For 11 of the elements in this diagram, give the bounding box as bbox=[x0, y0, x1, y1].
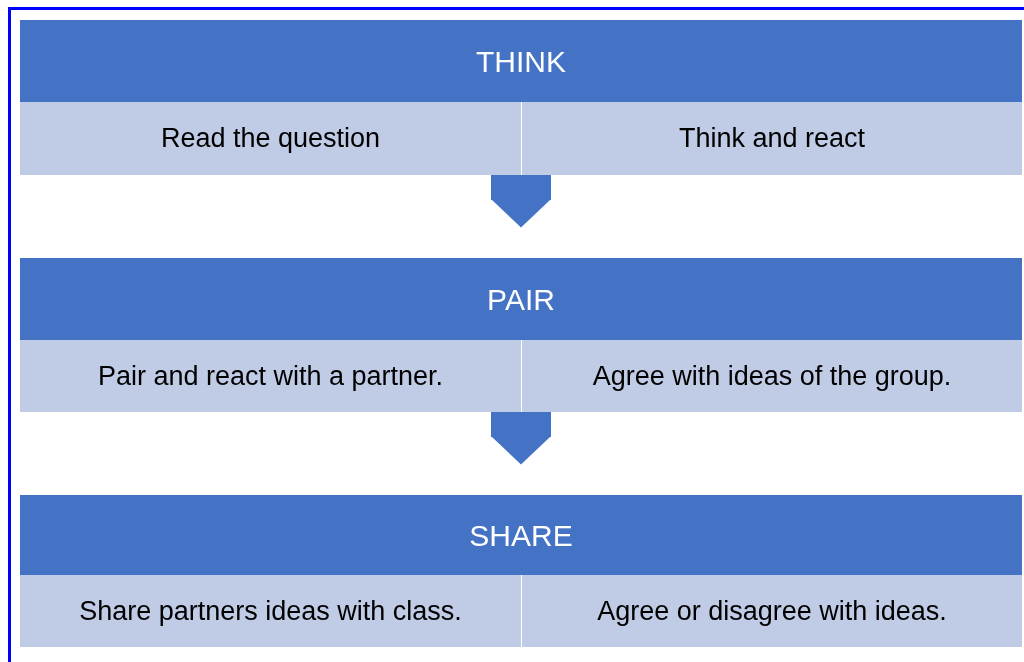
step-cell: Pair and react with a partner. bbox=[20, 340, 521, 412]
block-arrow bbox=[491, 175, 551, 228]
stage-header: PAIR bbox=[20, 258, 1022, 340]
step-cell: Agree or disagree with ideas. bbox=[522, 575, 1022, 647]
step-cell: Read the question bbox=[20, 102, 521, 175]
block-arrow bbox=[491, 412, 551, 465]
stage-header: SHARE bbox=[20, 495, 1022, 575]
step-cell: Share partners ideas with class. bbox=[20, 575, 521, 647]
step-cell: Agree with ideas of the group. bbox=[522, 340, 1022, 412]
stage-header: THINK bbox=[20, 20, 1022, 102]
step-cell: Think and react bbox=[522, 102, 1022, 175]
